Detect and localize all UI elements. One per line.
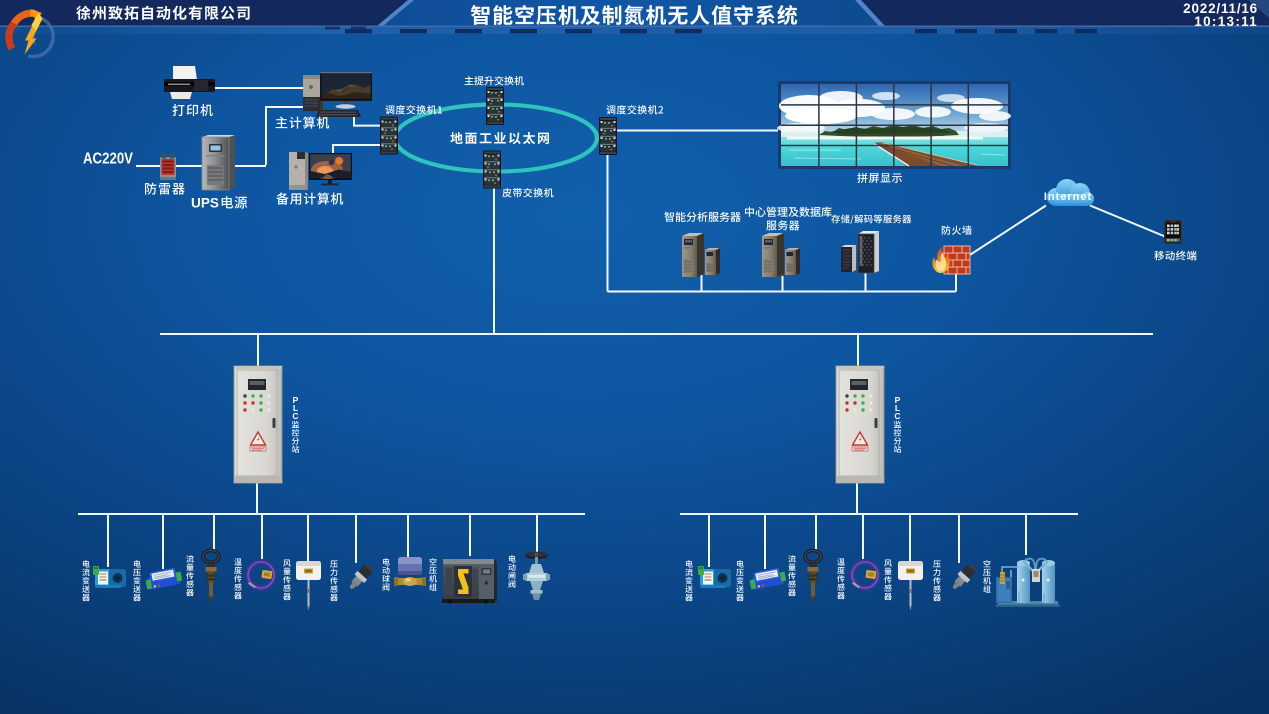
svg-text:UPS: UPS (191, 195, 219, 211)
svg-text:L: L (293, 403, 298, 413)
svg-text:P: P (293, 395, 299, 405)
svg-text:P: P (895, 395, 901, 405)
svg-text:2022/11/16: 2022/11/16 (1183, 1, 1258, 16)
svg-text:L: L (895, 403, 900, 413)
svg-text:10:13:11: 10:13:11 (1194, 14, 1258, 29)
svg-text:Internet: Internet (1044, 191, 1092, 203)
svg-text:C: C (894, 411, 900, 421)
svg-text:C: C (292, 411, 298, 421)
svg-text:AC220V: AC220V (83, 151, 133, 168)
